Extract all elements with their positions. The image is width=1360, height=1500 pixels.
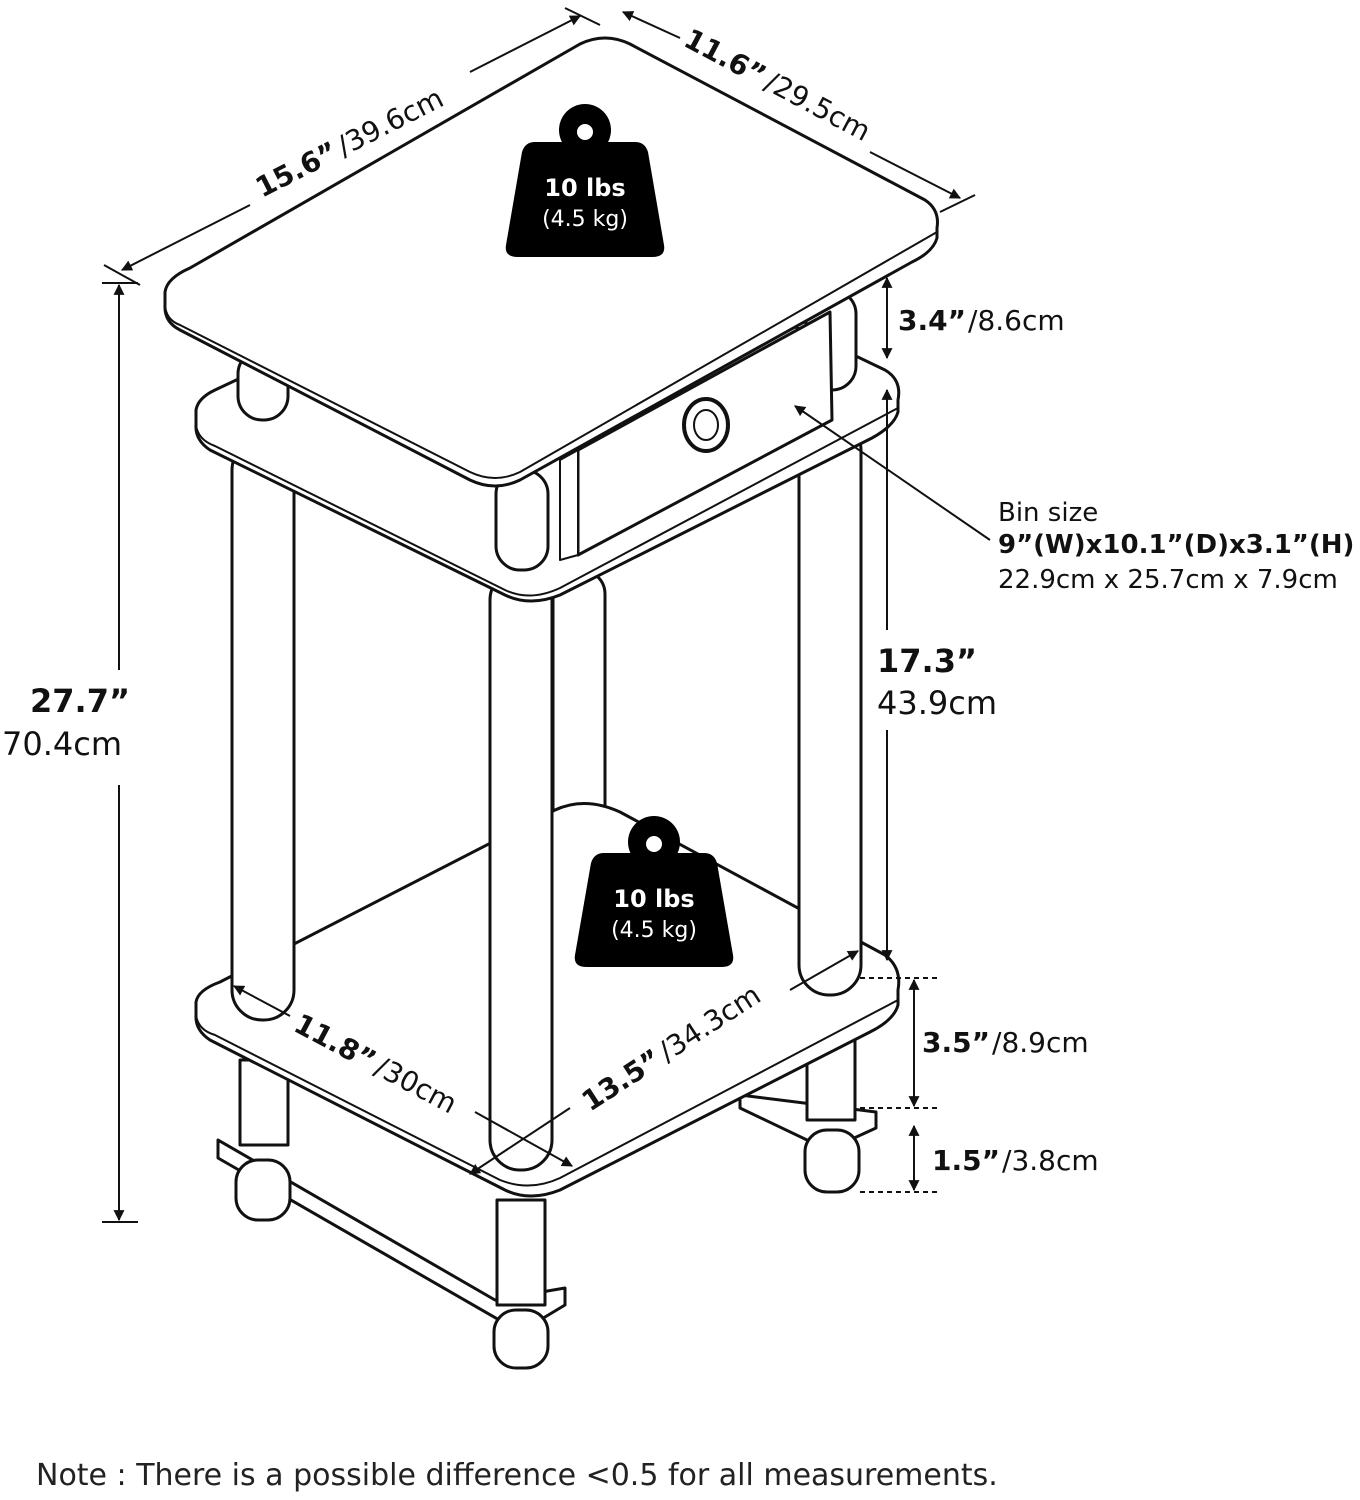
dimension-lines — [102, 7, 991, 1223]
weight-top-kg: (4.5 kg) — [542, 207, 628, 232]
label-foot-height: 1.5”/3.8cm — [932, 1144, 1099, 1177]
weight-icon — [505, 104, 665, 257]
table-drawing — [163, 36, 939, 1370]
foot — [803, 1128, 861, 1194]
weight-bottom-lbs: 10 lbs — [613, 885, 694, 913]
label-shelf-gap-in: 17.3” — [877, 642, 977, 680]
label-shelf-gap-cm: 43.9cm — [877, 684, 997, 722]
weight-icon — [574, 816, 734, 967]
label-bottom-shelf-height: 3.5”/8.9cm — [922, 1026, 1089, 1059]
bin-size-in: 9”(W)x10.1”(D)x3.1”(H) — [998, 530, 1354, 560]
label-total-height-in: 27.7” — [30, 682, 130, 720]
weight-bottom-kg: (4.5 kg) — [611, 918, 697, 943]
bin-label: Bin size — [998, 498, 1098, 528]
label-top-gap: 3.4”/8.6cm — [898, 304, 1065, 337]
measurement-note: Note : There is a possible difference <0… — [36, 1458, 998, 1493]
bin-size-cm: 22.9cm x 25.7cm x 7.9cm — [998, 565, 1338, 595]
foot — [492, 1308, 550, 1370]
leg-bottom — [495, 1198, 547, 1307]
end-table-diagram: 10 lbs (4.5 kg) 10 lbs (4.5 kg) — [2, 7, 1354, 1370]
leg-front-center — [488, 568, 554, 1172]
label-total-height-cm: 70.4cm — [2, 725, 122, 763]
weight-top-lbs: 10 lbs — [544, 174, 625, 202]
leg-front-left — [230, 438, 296, 1022]
foot — [234, 1158, 292, 1222]
leg-front-right — [797, 418, 863, 997]
